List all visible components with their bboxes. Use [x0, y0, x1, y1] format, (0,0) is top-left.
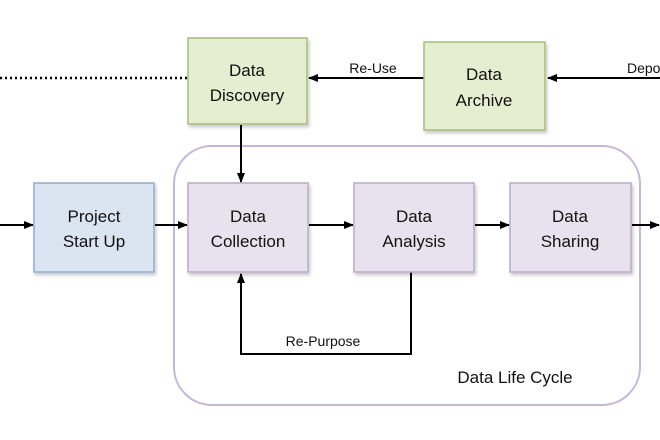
repurpose-arrow	[237, 272, 412, 355]
node-data-archive: Data Archive	[423, 41, 546, 131]
data-life-cycle-region	[173, 145, 641, 406]
svg-text:Data: Data	[229, 61, 265, 80]
svg-text:Data: Data	[552, 207, 588, 226]
svg-text:Discovery: Discovery	[210, 86, 285, 105]
svg-text:Data: Data	[396, 207, 432, 226]
svg-text:Data: Data	[466, 65, 502, 84]
svg-text:Analysis: Analysis	[382, 232, 445, 251]
repurpose-label: Re-Purpose	[286, 333, 361, 349]
data-life-cycle-label: Data Life Cycle	[457, 368, 572, 387]
svg-text:Project: Project	[68, 207, 121, 226]
svg-text:Collection: Collection	[211, 232, 286, 251]
svg-text:Start Up: Start Up	[63, 232, 125, 251]
svg-text:Data: Data	[230, 207, 266, 226]
svg-text:Archive: Archive	[456, 91, 513, 110]
node-data-analysis: Data Analysis	[353, 182, 475, 273]
svg-text:Sharing: Sharing	[541, 232, 600, 251]
node-data-collection: Data Collection	[187, 182, 309, 273]
node-project-start-up: Project Start Up	[33, 182, 155, 273]
node-data-discovery: Data Discovery	[187, 37, 308, 125]
reuse-label: Re-Use	[349, 60, 397, 76]
node-data-sharing: Data Sharing	[509, 182, 632, 273]
deposit-label: Depo	[627, 60, 660, 76]
